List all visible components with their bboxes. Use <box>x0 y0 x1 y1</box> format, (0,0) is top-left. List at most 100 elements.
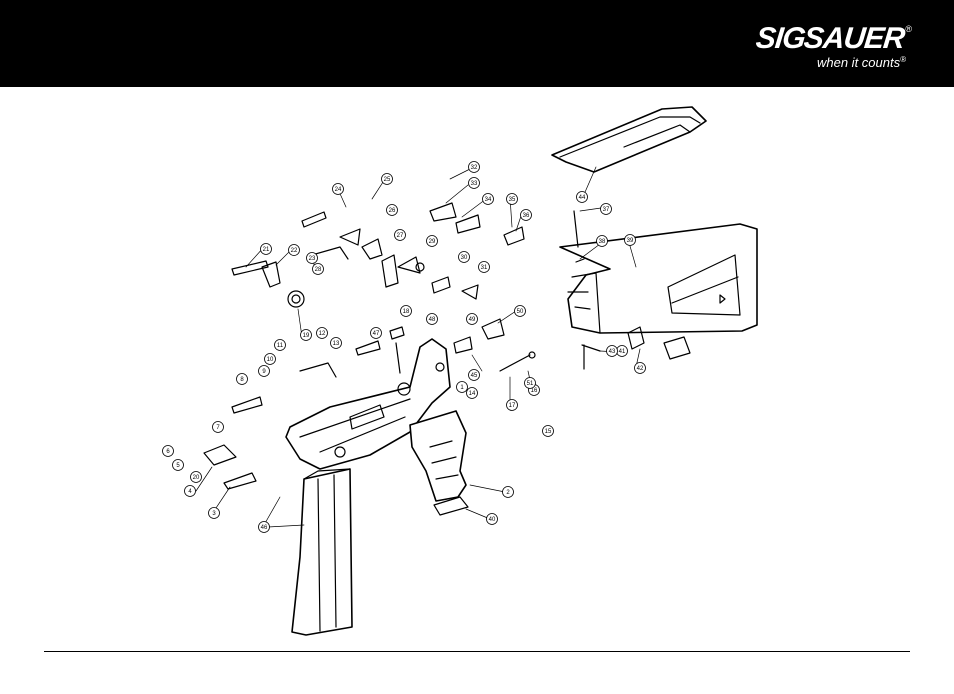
callout-44: 44 <box>577 192 588 203</box>
callout-30: 30 <box>459 252 470 263</box>
callout-25: 25 <box>382 174 393 185</box>
callout-number: 35 <box>509 197 516 203</box>
callout-27: 27 <box>395 230 406 241</box>
callout-7: 7 <box>213 422 224 433</box>
callout-number: 44 <box>579 195 586 201</box>
callout-number: 38 <box>599 239 606 245</box>
diagram-drawing: 1234567891011121314151617181920212223242… <box>0 87 954 652</box>
callout-19: 19 <box>301 330 312 341</box>
callout-33: 33 <box>469 178 480 189</box>
callout-21: 21 <box>261 244 272 255</box>
callout-number: 42 <box>637 366 644 372</box>
callout-8: 8 <box>237 374 248 385</box>
callout-20: 20 <box>191 472 202 483</box>
callout-number: 40 <box>489 517 496 523</box>
buttstock <box>560 224 757 333</box>
magazine <box>292 469 352 635</box>
callout-37: 37 <box>601 204 612 215</box>
header-bar: SIGSAUER® when it counts® <box>0 0 954 87</box>
callout-number: 34 <box>485 197 492 203</box>
callout-number: 21 <box>263 247 270 253</box>
callout-number: 33 <box>471 181 478 187</box>
callout-number: 31 <box>481 265 488 271</box>
callout-39: 39 <box>625 235 636 246</box>
callout-number: 47 <box>373 331 380 337</box>
callout-number: 36 <box>523 213 530 219</box>
callout-3: 3 <box>209 508 220 519</box>
callout-number: 19 <box>303 333 310 339</box>
callout-22: 22 <box>289 245 300 256</box>
callout-number: 32 <box>471 165 478 171</box>
callout-number: 28 <box>315 267 322 273</box>
footer-divider <box>44 651 910 652</box>
callout-14: 14 <box>467 388 478 399</box>
callout-24: 24 <box>333 184 344 195</box>
callout-42: 42 <box>635 363 646 374</box>
callout-number: 46 <box>261 525 268 531</box>
callout-34: 34 <box>483 194 494 205</box>
registered-mark: ® <box>905 24 912 34</box>
sig-sauer-logo: SIGSAUER® when it counts® <box>732 24 912 76</box>
callout-number: 30 <box>461 255 468 261</box>
callout-41: 41 <box>617 346 628 357</box>
callout-number: 39 <box>627 238 634 244</box>
callout-number: 23 <box>309 256 316 262</box>
callout-number: 22 <box>291 248 298 254</box>
cheek-rest <box>552 107 706 172</box>
callout-number: 48 <box>429 317 436 323</box>
callout-number: 24 <box>335 187 342 193</box>
callout-29: 29 <box>427 236 438 247</box>
callout-51: 51 <box>525 378 536 389</box>
callout-number: 37 <box>603 207 610 213</box>
callout-number: 18 <box>403 309 410 315</box>
callout-4: 4 <box>185 486 196 497</box>
callout-15: 15 <box>543 426 554 437</box>
callout-13: 13 <box>331 338 342 349</box>
callout-2: 2 <box>503 487 514 498</box>
callout-38: 38 <box>597 236 608 247</box>
callout-1: 1 <box>457 382 468 393</box>
callout-number: 27 <box>397 233 404 239</box>
callout-47: 47 <box>371 328 382 339</box>
callout-number: 49 <box>469 317 476 323</box>
callout-40: 40 <box>487 514 498 525</box>
callout-10: 10 <box>265 354 276 365</box>
callout-number: 45 <box>471 373 478 379</box>
callout-number: 20 <box>193 475 200 481</box>
logo-sauer: SAUER <box>803 24 906 54</box>
callout-number: 12 <box>319 331 326 337</box>
callout-36: 36 <box>521 210 532 221</box>
part-callouts: 1234567891011121314151617181920212223242… <box>163 162 646 533</box>
callout-number: 14 <box>469 391 476 397</box>
callout-number: 13 <box>333 341 340 347</box>
callout-number: 29 <box>429 239 436 245</box>
callout-number: 50 <box>517 309 524 315</box>
callout-number: 26 <box>389 208 396 214</box>
callout-number: 41 <box>619 349 626 355</box>
callout-45: 45 <box>469 370 480 381</box>
callout-11: 11 <box>275 340 286 351</box>
logo-tagline: when it counts® <box>732 55 906 70</box>
callout-number: 43 <box>609 349 616 355</box>
callout-26: 26 <box>387 205 398 216</box>
callout-23: 23 <box>307 253 318 264</box>
callout-17: 17 <box>507 400 518 411</box>
callout-32: 32 <box>469 162 480 173</box>
callout-18: 18 <box>401 306 412 317</box>
callout-35: 35 <box>507 194 518 205</box>
callout-number: 15 <box>545 429 552 435</box>
callout-46: 46 <box>259 522 270 533</box>
callout-number: 25 <box>384 177 391 183</box>
callout-6: 6 <box>163 446 174 457</box>
callout-number: 16 <box>531 388 538 394</box>
callout-number: 10 <box>267 357 274 363</box>
pistol-grip <box>410 411 466 501</box>
callout-43: 43 <box>607 346 618 357</box>
leader-lines <box>196 167 640 527</box>
callout-31: 31 <box>479 262 490 273</box>
callout-49: 49 <box>467 314 478 325</box>
logo-sig: SIG <box>754 24 806 54</box>
callout-number: 11 <box>277 343 284 349</box>
callout-12: 12 <box>317 328 328 339</box>
